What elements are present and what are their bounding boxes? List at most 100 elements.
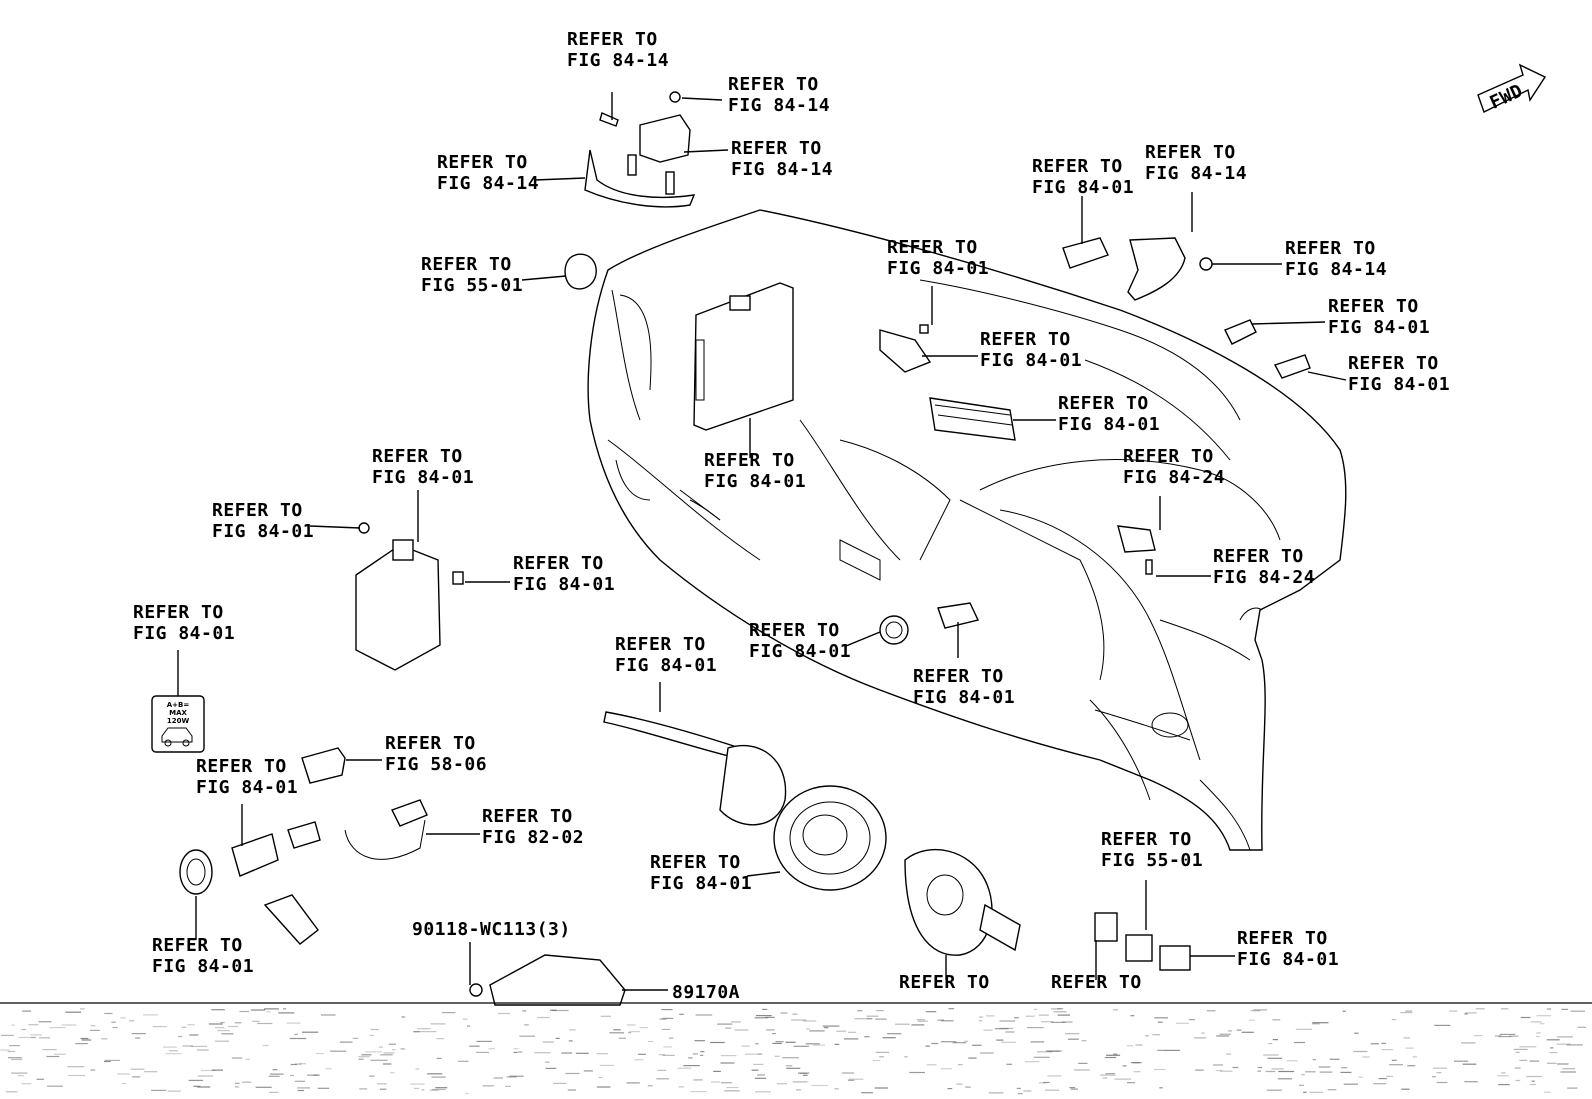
callout-figure-ref[interactable]: FIG 84-01 <box>1058 414 1160 435</box>
callout-figure-ref[interactable]: FIG 84-01 <box>887 258 989 279</box>
callout-figure-ref[interactable]: FIG 84-14 <box>1145 163 1247 184</box>
callout-heading[interactable]: REFER TO <box>1123 446 1214 467</box>
scan-noise-mark <box>234 1022 242 1024</box>
scan-noise-mark <box>565 1072 580 1075</box>
callout-figure-ref[interactable]: FIG 82-02 <box>482 827 584 848</box>
callout-figure-ref[interactable]: FIG 84-01 <box>1348 374 1450 395</box>
scan-noise-mark <box>188 1079 203 1081</box>
scan-noise-mark <box>131 1033 146 1035</box>
callout-heading[interactable]: REFER TO <box>1348 353 1439 374</box>
scan-noise-mark <box>152 1026 167 1028</box>
callout-heading[interactable]: REFER TO <box>731 138 822 159</box>
callout-heading[interactable]: REFER TO <box>1101 829 1192 850</box>
scan-noise-mark <box>720 1055 737 1057</box>
callout-heading[interactable]: REFER TO <box>1213 546 1304 567</box>
scan-noise-mark <box>1126 1082 1135 1084</box>
scan-noise-mark <box>724 1090 740 1092</box>
callout-figure-ref[interactable]: FIG 84-14 <box>728 95 830 116</box>
callout-figure-ref[interactable]: FIG 84-24 <box>1123 467 1225 488</box>
callout-heading[interactable]: REFER TO <box>1051 972 1142 993</box>
scan-noise-mark <box>626 1024 636 1026</box>
callout-heading[interactable]: REFER TO <box>152 935 243 956</box>
callout-heading[interactable]: REFER TO <box>372 446 463 467</box>
callout-figure-ref[interactable]: FIG 84-14 <box>437 173 539 194</box>
callout-figure-ref[interactable]: FIG 84-01 <box>513 574 615 595</box>
scan-noise-mark <box>694 1040 706 1042</box>
callout-heading[interactable]: REFER TO <box>133 602 224 623</box>
scan-noise-mark <box>1104 1056 1117 1059</box>
callout-figure-ref[interactable]: FIG 84-14 <box>567 50 669 71</box>
callout-figure-ref[interactable]: FIG 84-01 <box>704 471 806 492</box>
scan-noise-mark <box>297 1087 310 1089</box>
callout-figure-ref[interactable]: FIG 84-01 <box>133 623 235 644</box>
scan-noise-mark <box>941 1020 954 1022</box>
scan-noise-mark <box>875 1051 890 1053</box>
callout-heading[interactable]: REFER TO <box>1058 393 1149 414</box>
callout-figure-ref[interactable]: FIG 84-24 <box>1213 567 1315 588</box>
callout-heading[interactable]: REFER TO <box>749 620 840 641</box>
scan-noise-mark <box>1065 1033 1080 1035</box>
scan-noise-mark <box>1152 1034 1161 1036</box>
callout-figure-ref[interactable]: FIG 84-01 <box>1032 177 1134 198</box>
scan-noise-mark <box>476 1040 493 1042</box>
callout-figure-ref[interactable]: FIG 58-06 <box>385 754 487 775</box>
scan-noise-mark <box>1520 1016 1531 1019</box>
callout-heading[interactable]: REFER TO <box>421 254 512 275</box>
callout-figure-ref[interactable]: FIG 84-01 <box>980 350 1082 371</box>
callout-heading[interactable]: REFER TO <box>1285 238 1376 259</box>
scan-noise-mark <box>790 1019 807 1021</box>
callout-heading[interactable]: REFER TO <box>437 152 528 173</box>
callout-heading[interactable]: REFER TO <box>1328 296 1419 317</box>
callout-heading[interactable]: REFER TO <box>704 450 795 471</box>
scan-noise-mark <box>661 1028 671 1030</box>
scan-noise-mark <box>663 1046 672 1048</box>
callout-heading[interactable]: REFER TO <box>615 634 706 655</box>
scan-noise-mark <box>268 1075 280 1077</box>
callout-heading[interactable]: REFER TO <box>212 500 303 521</box>
scan-noise-mark <box>104 1059 120 1061</box>
callout-figure-ref[interactable]: FIG 84-01 <box>1328 317 1430 338</box>
callout-heading[interactable]: REFER TO <box>728 74 819 95</box>
scan-noise-mark <box>211 1009 225 1011</box>
callout-figure-ref[interactable]: FIG 55-01 <box>1101 850 1203 871</box>
callout-figure-ref[interactable]: FIG 84-01 <box>749 641 851 662</box>
callout-heading[interactable]: REFER TO <box>1145 142 1236 163</box>
callout-heading[interactable]: REFER TO <box>567 29 658 50</box>
callout-heading[interactable]: REFER TO <box>887 237 978 258</box>
callout-figure-ref[interactable]: FIG 84-01 <box>212 521 314 542</box>
callout-heading[interactable]: REFER TO <box>196 756 287 777</box>
scan-noise-mark <box>1358 1076 1363 1078</box>
callout-heading[interactable]: REFER TO <box>650 852 741 873</box>
callout-figure-ref[interactable]: FIG 84-14 <box>731 159 833 180</box>
scan-noise-mark <box>637 1053 646 1055</box>
callout-figure-ref[interactable]: FIG 55-01 <box>421 275 523 296</box>
callout-figure-ref[interactable]: FIG 84-01 <box>152 956 254 977</box>
scan-noise-mark <box>378 1046 383 1048</box>
callout-figure-ref[interactable]: FIG 84-01 <box>913 687 1015 708</box>
callout-heading[interactable]: REFER TO <box>1032 156 1123 177</box>
callout-heading[interactable]: REFER TO <box>385 733 476 754</box>
scan-noise-mark <box>245 1058 250 1060</box>
callout-heading[interactable]: REFER TO <box>913 666 1004 687</box>
callout-heading[interactable]: REFER TO <box>513 553 604 574</box>
scan-noise-mark <box>1501 1008 1509 1010</box>
scan-noise-mark <box>432 1088 446 1091</box>
callout-heading[interactable]: REFER TO <box>1237 928 1328 949</box>
scan-noise-mark <box>101 1038 108 1040</box>
scan-noise-mark <box>772 1042 782 1044</box>
scan-noise-mark <box>1526 1075 1543 1078</box>
callout-heading[interactable]: REFER TO <box>482 806 573 827</box>
callout-figure-ref[interactable]: FIG 84-14 <box>1285 259 1387 280</box>
callout-figure-ref[interactable]: FIG 84-01 <box>615 655 717 676</box>
callout-heading[interactable]: REFER TO <box>980 329 1071 350</box>
scan-noise-mark <box>1038 1082 1045 1084</box>
callout-figure-ref[interactable]: FIG 84-01 <box>650 873 752 894</box>
callout-heading[interactable]: REFER TO <box>899 972 990 993</box>
callout-figure-ref[interactable]: FIG 84-01 <box>372 467 474 488</box>
scan-noise-mark <box>1272 1039 1278 1041</box>
callout-figure-ref[interactable]: FIG 84-01 <box>1237 949 1339 970</box>
callout-figure-ref[interactable]: FIG 84-01 <box>196 777 298 798</box>
